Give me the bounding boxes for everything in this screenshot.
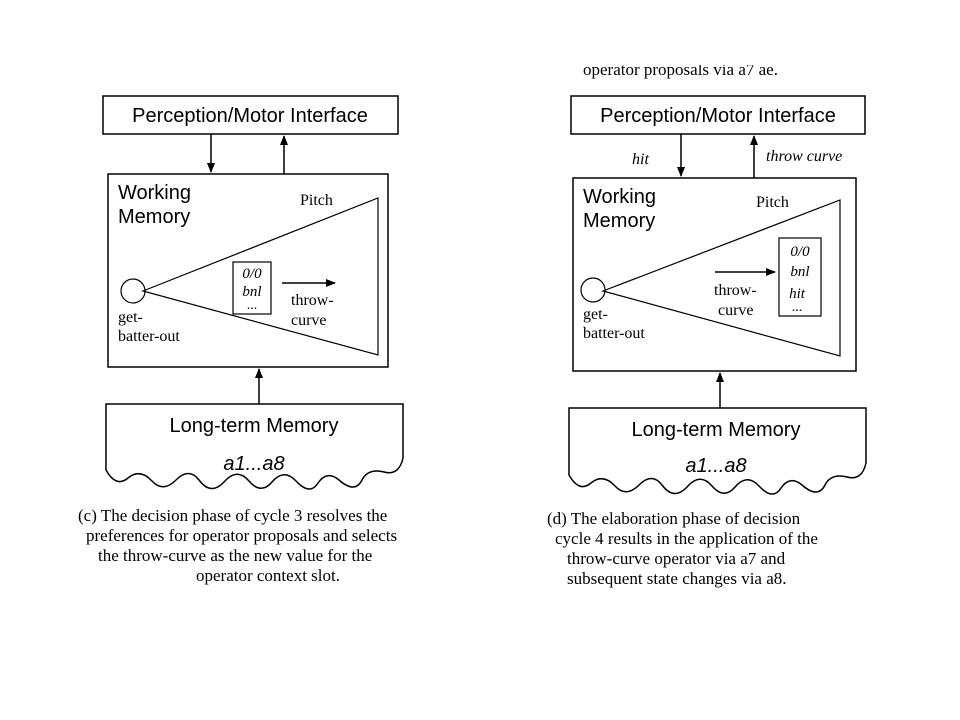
ltm-label: Long-term Memory — [170, 415, 339, 437]
caption-c-line3: the throw-curve as the new value for the — [98, 546, 372, 565]
pitch-label: Pitch — [300, 192, 333, 209]
working-memory-label-line2: Memory — [583, 210, 655, 232]
problem-space-triangle — [141, 197, 379, 356]
operator-label-line2: curve — [291, 312, 327, 329]
state-box — [778, 237, 822, 317]
long-term-memory-box — [568, 407, 867, 495]
perception-motor-interface-box — [102, 95, 399, 135]
perception-motor-interface-label: Perception/Motor Interface — [600, 105, 836, 127]
caption-d-line4: subsequent state changes via a8. — [567, 569, 787, 588]
perception-motor-interface-label: Perception/Motor Interface — [132, 105, 368, 127]
state-box-line1: 0/0 — [242, 266, 262, 282]
state-box — [232, 261, 272, 315]
pitch-label: Pitch — [756, 194, 789, 211]
panel-d: Perception/Motor Interface hit throw cur… — [547, 95, 867, 588]
state-box-line3: hit — [789, 286, 806, 302]
state-node-label-line2: batter-out — [583, 325, 645, 342]
perception-motor-interface-box — [570, 95, 866, 135]
state-box-line2: bnl — [242, 284, 261, 300]
state-node-label-line2: batter-out — [118, 328, 180, 345]
ltm-rules: a1...a8 — [685, 455, 746, 477]
state-box-line1: 0/0 — [790, 244, 810, 260]
working-memory-label-line1: Working — [118, 182, 191, 204]
working-memory-box — [572, 177, 857, 372]
working-memory-box — [107, 173, 389, 368]
state-node-label-line1: get- — [583, 306, 608, 323]
problem-space-triangle — [601, 199, 841, 357]
state-node-label-line1: get- — [118, 309, 143, 326]
operator-label-line2: curve — [718, 302, 754, 319]
long-term-memory-box — [105, 403, 404, 490]
working-memory-label-line2: Memory — [118, 206, 190, 228]
caption-c-line2: preferences for operator proposals and s… — [86, 526, 397, 545]
state-box-line4: ... — [792, 300, 803, 315]
caption-c-line1: (c) The decision phase of cycle 3 resolv… — [78, 506, 387, 525]
ltm-label: Long-term Memory — [632, 419, 801, 441]
panel-c: Perception/Motor Interface Working Memor… — [78, 95, 404, 585]
state-node — [580, 277, 606, 303]
input-label: hit — [632, 151, 649, 168]
output-label: throw curve — [766, 148, 842, 165]
caption-d-line1: (d) The elaboration phase of decision — [547, 509, 801, 528]
caption-d-line2: cycle 4 results in the application of th… — [555, 529, 818, 548]
operator-label-line1: throw- — [291, 292, 334, 309]
operator-label-line1: throw- — [714, 282, 757, 299]
state-node — [120, 278, 146, 304]
ltm-rules: a1...a8 — [223, 453, 284, 475]
state-box-line3: ... — [247, 298, 258, 313]
top-cut-mask — [560, 48, 880, 65]
caption-c-line4: operator context slot. — [196, 566, 340, 585]
state-box-line2: bnl — [790, 264, 809, 280]
working-memory-label-line1: Working — [583, 186, 656, 208]
caption-d-line3: throw-curve operator via a7 and — [567, 549, 786, 568]
